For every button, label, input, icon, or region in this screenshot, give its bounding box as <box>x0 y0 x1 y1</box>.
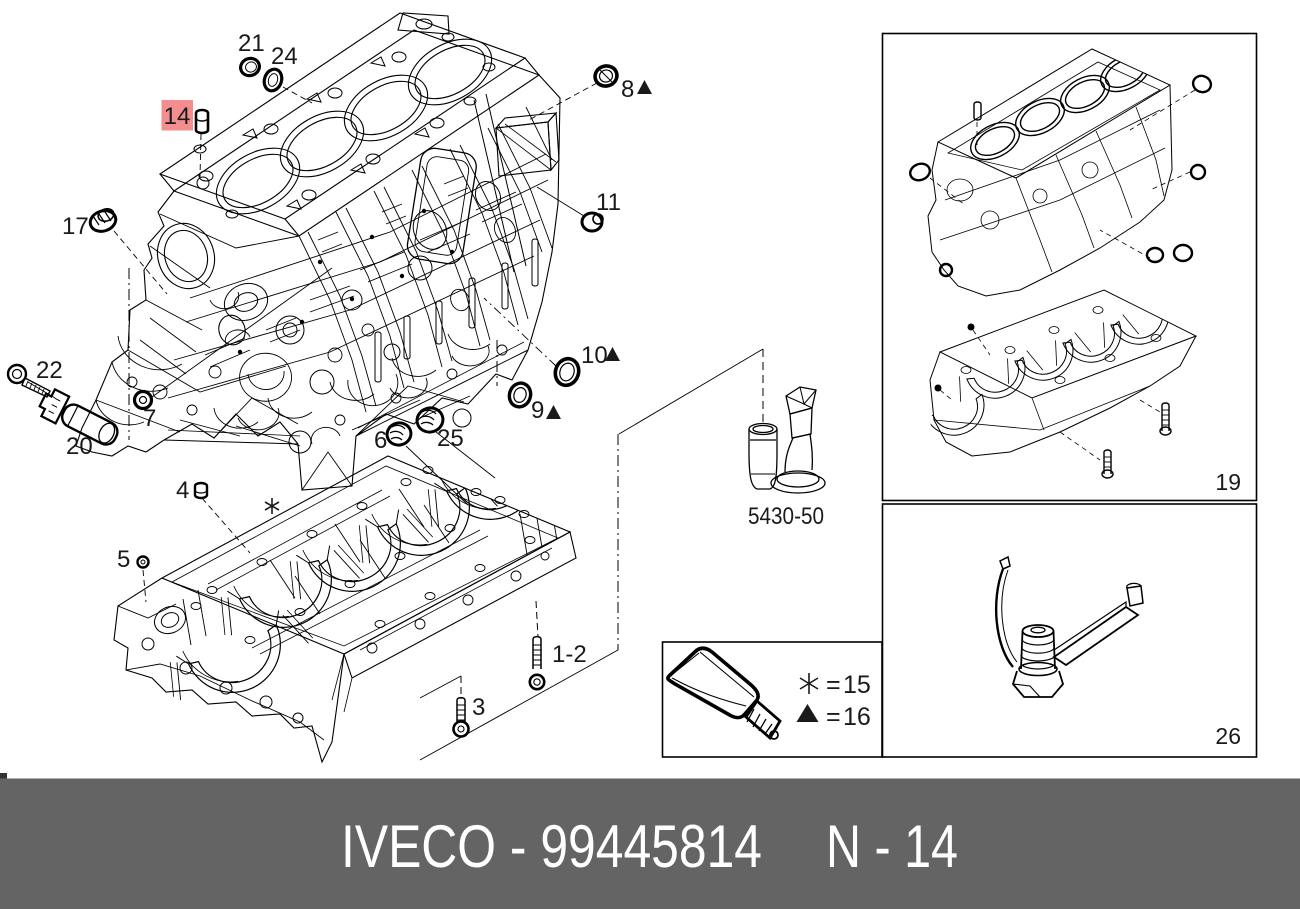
svg-text:=: = <box>826 671 841 699</box>
svg-text:=: = <box>826 703 841 731</box>
svg-text:11: 11 <box>596 189 621 216</box>
svg-text:26: 26 <box>1215 723 1241 749</box>
svg-text:14: 14 <box>164 103 191 130</box>
svg-text:5430-50: 5430-50 <box>748 503 824 530</box>
svg-text:19: 19 <box>1215 469 1241 495</box>
svg-text:7: 7 <box>143 405 156 432</box>
svg-text:1-2: 1-2 <box>552 641 587 668</box>
svg-text:24: 24 <box>271 43 298 70</box>
svg-text:4: 4 <box>176 477 189 504</box>
svg-text:9: 9 <box>531 397 544 424</box>
svg-text:8: 8 <box>621 76 634 103</box>
svg-text:25: 25 <box>437 425 464 452</box>
svg-text:20: 20 <box>66 433 93 460</box>
svg-text:5: 5 <box>117 546 130 573</box>
svg-text:N - 14: N - 14 <box>826 813 958 880</box>
svg-text:22: 22 <box>36 357 63 384</box>
svg-text:10: 10 <box>581 342 608 369</box>
svg-text:6: 6 <box>374 427 387 454</box>
svg-text:IVECO - 99445814: IVECO - 99445814 <box>341 813 762 880</box>
svg-text:21: 21 <box>238 30 265 57</box>
svg-text:16: 16 <box>843 703 871 731</box>
svg-text:17: 17 <box>62 213 89 240</box>
svg-text:3: 3 <box>472 694 485 721</box>
svg-text:15: 15 <box>843 671 871 699</box>
